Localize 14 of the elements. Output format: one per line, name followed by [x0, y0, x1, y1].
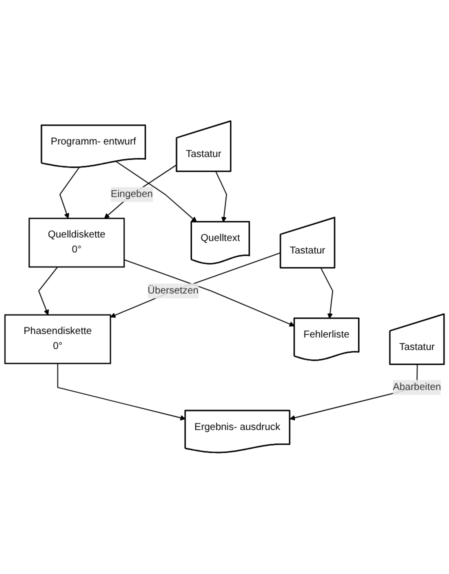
arrow	[104, 164, 178, 219]
arrow	[124, 260, 295, 327]
arrow	[116, 161, 197, 222]
arrow	[215, 172, 228, 222]
arrow	[57, 363, 186, 421]
node-box: Phasendiskette 0°	[4, 314, 112, 364]
edge-label: Abarbeiten	[392, 382, 442, 393]
arrow	[320, 268, 334, 319]
arrow	[59, 167, 80, 219]
edge-label: Eingeben	[110, 189, 153, 200]
arrow	[38, 266, 58, 316]
node-box: Quelldiskette 0°	[28, 218, 125, 268]
edge-label: Übersetzen	[148, 286, 199, 296]
arrow	[110, 252, 282, 318]
